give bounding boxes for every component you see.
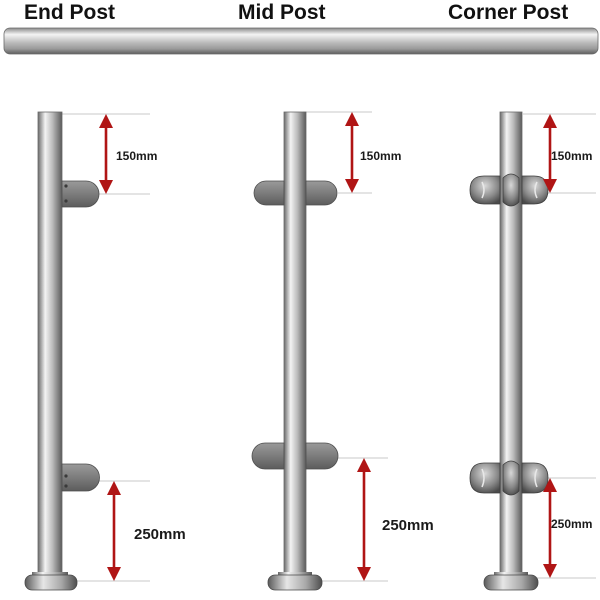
mid-post-base-plate xyxy=(267,572,323,591)
end-post-tube xyxy=(37,111,63,579)
mid-post-top-clamp-right xyxy=(305,180,338,206)
mid-post-bottom-clamp-left xyxy=(251,442,285,470)
corner-bottom-dimension-label: 250mm xyxy=(551,517,592,531)
end-top-dimension-label: 150mm xyxy=(116,149,157,163)
mid-post-tube xyxy=(283,111,307,579)
mid-top-dimension-arrow xyxy=(345,112,359,193)
corner-bottom-dimension-arrow xyxy=(543,478,557,578)
mid-post xyxy=(251,111,388,591)
end-post-bottom-clamp xyxy=(61,463,100,492)
corner-post-bottom-clamp xyxy=(469,460,549,496)
corner-post-base-plate xyxy=(483,572,539,591)
mid-bottom-dimension-label: 250mm xyxy=(382,517,434,534)
corner-post xyxy=(469,111,596,591)
mid-post-title: Mid Post xyxy=(238,1,326,24)
corner-top-dimension-arrow xyxy=(543,114,557,193)
handrail-tube xyxy=(3,27,599,55)
end-post xyxy=(24,111,150,591)
end-post-top-clamp xyxy=(61,180,100,208)
mid-post-top-clamp-left xyxy=(253,180,285,206)
corner-post-top-clamp xyxy=(469,173,549,207)
end-bottom-dimension-arrow xyxy=(107,481,121,581)
end-post-title: End Post xyxy=(24,1,116,24)
mid-post-bottom-clamp-right xyxy=(305,442,339,470)
mid-top-dimension-label: 150mm xyxy=(360,149,401,163)
end-top-dimension-arrow xyxy=(99,114,113,194)
end-bottom-dimension-label: 250mm xyxy=(134,526,186,543)
mid-bottom-dimension-arrow xyxy=(357,458,371,581)
end-post-base-plate xyxy=(24,572,78,591)
corner-post-title: Corner Post xyxy=(448,1,569,24)
corner-top-dimension-label: 150mm xyxy=(551,149,592,163)
